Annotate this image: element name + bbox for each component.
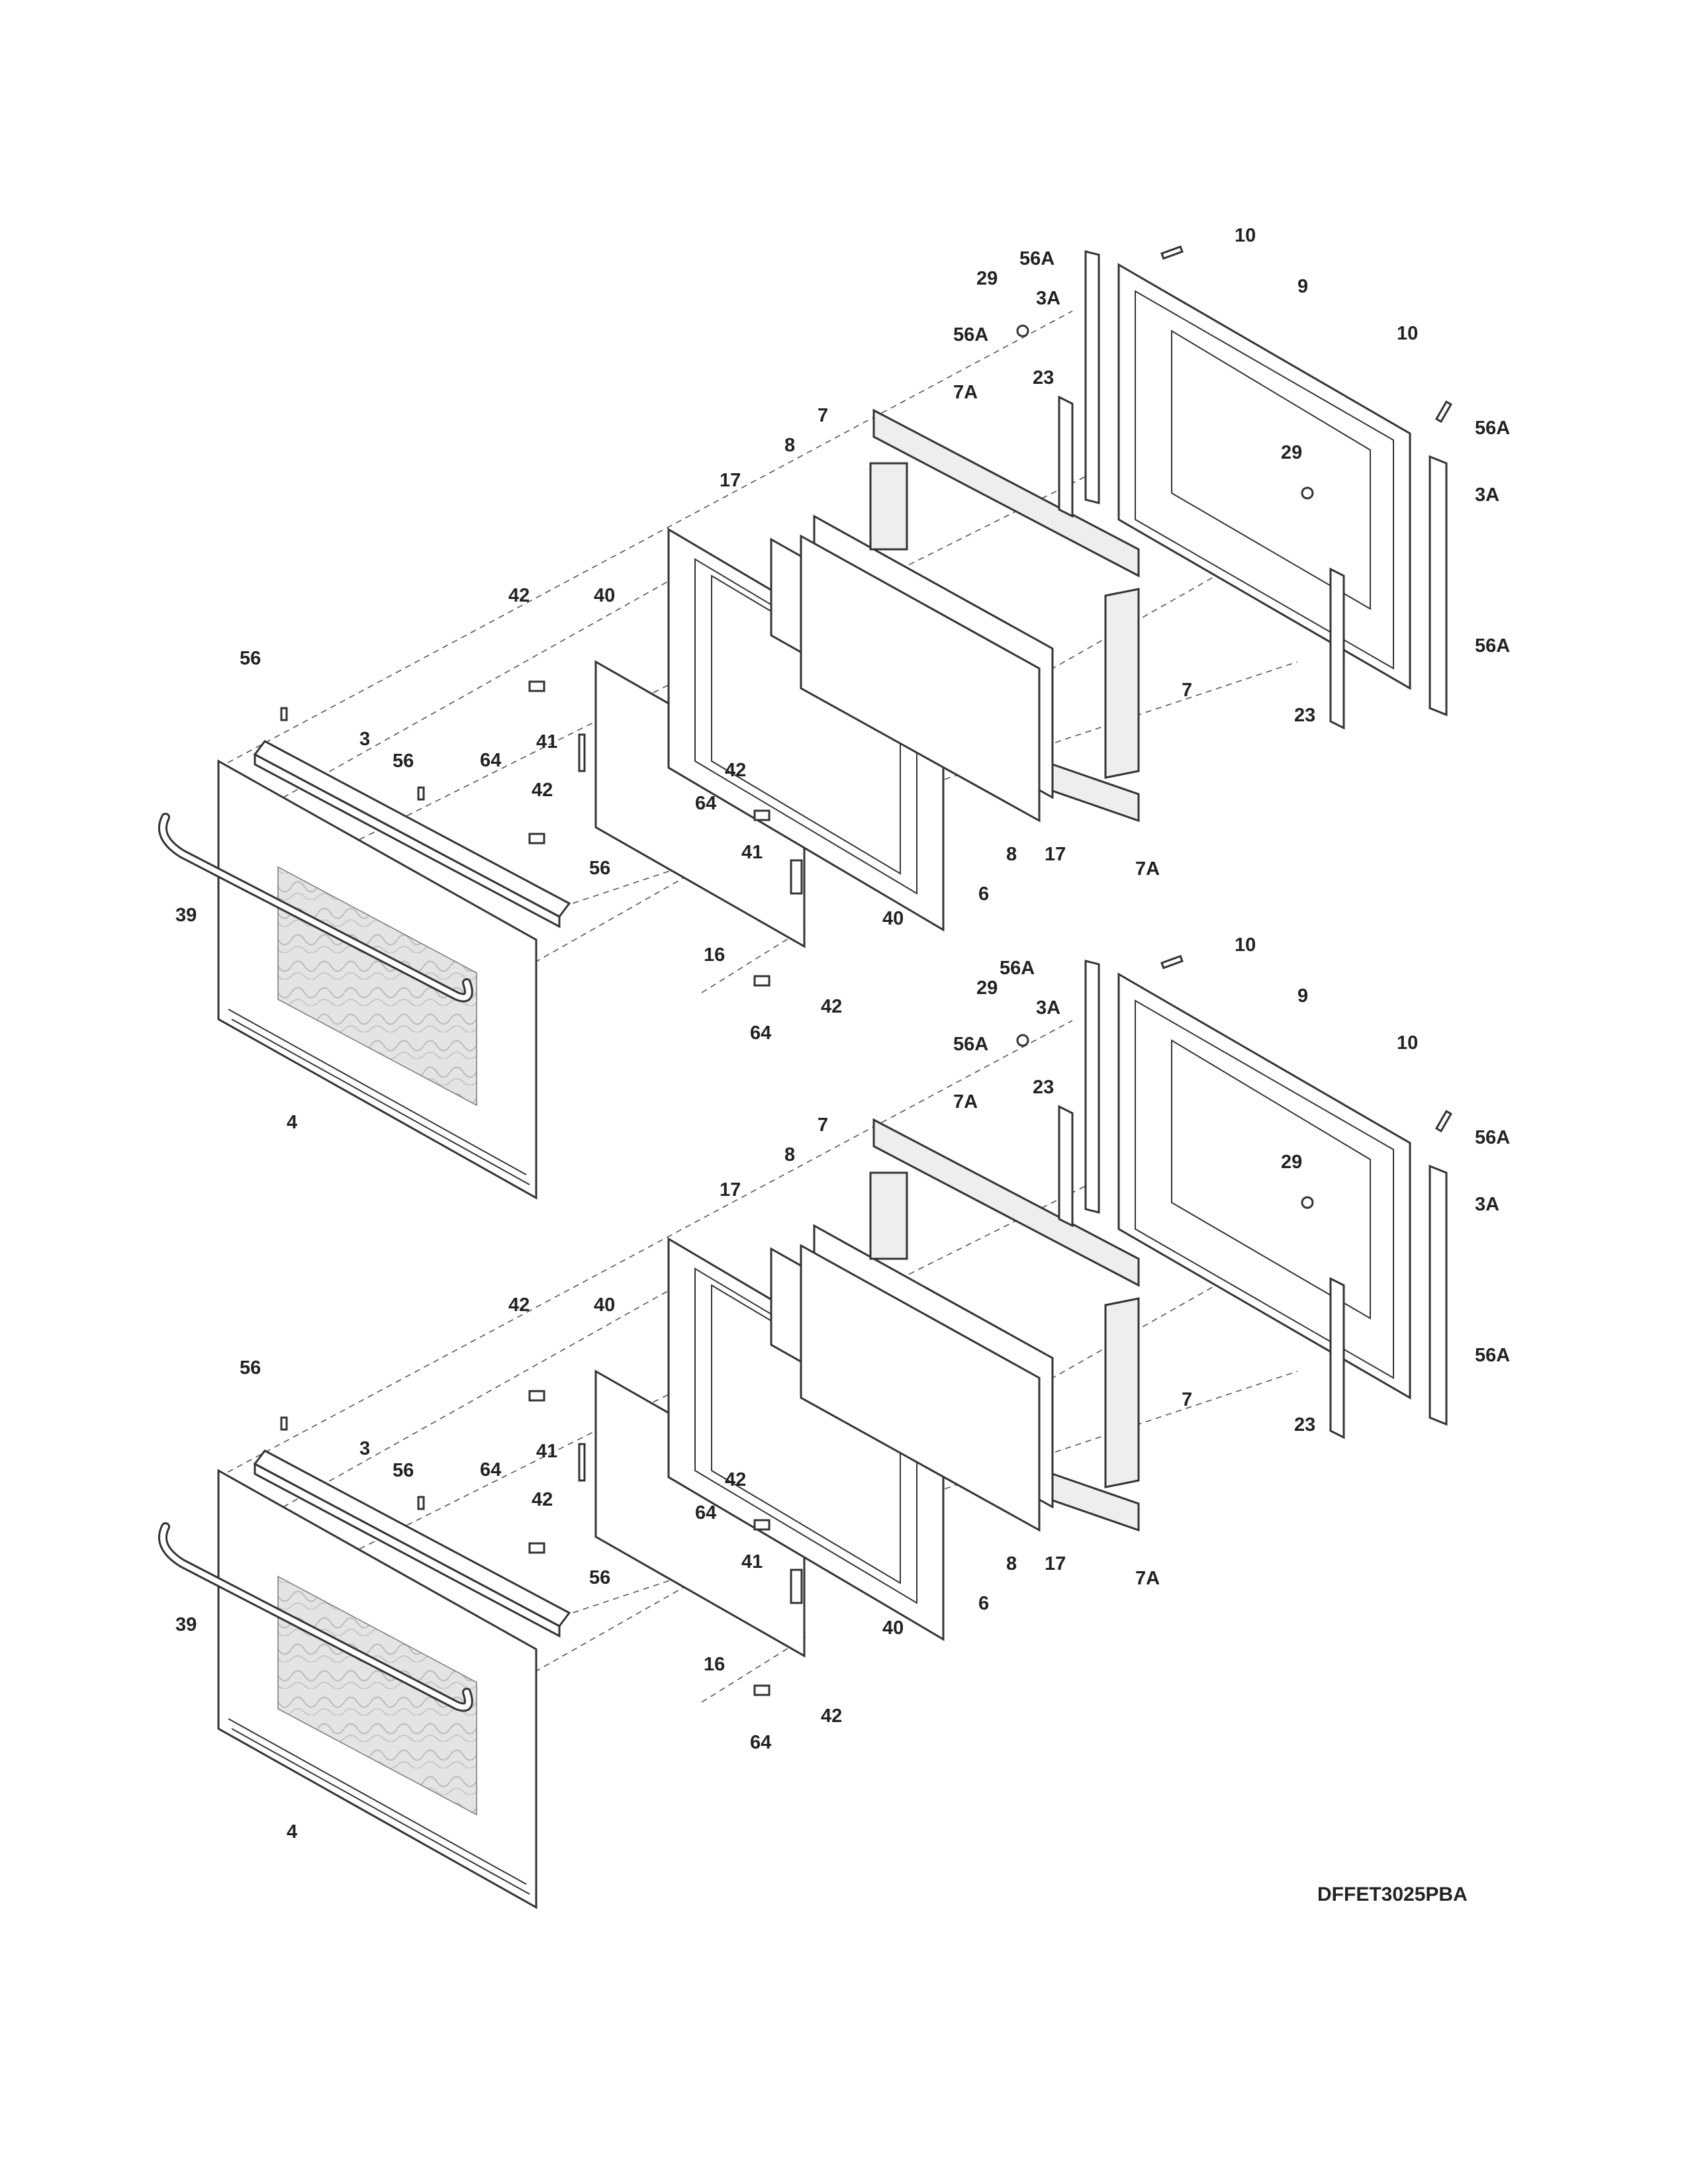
- callout-l-42-top: 42: [508, 1295, 530, 1316]
- callout-l-29-right: 29: [1281, 1152, 1302, 1173]
- callout-u-10-right: 10: [1397, 323, 1418, 344]
- callout-l-6: 6: [978, 1593, 989, 1614]
- callout-l-42-left: 42: [532, 1489, 553, 1510]
- callout-u-10-top: 10: [1235, 225, 1256, 246]
- callout-group-lower: 56A 10 29 3A 9 56A 10 23 7 7A 56A 8 29 17 3A 42 40 56A 56 7…: [175, 934, 1510, 1843]
- callout-u-40-top: 40: [594, 585, 615, 606]
- callout-group-upper: 56A 10 29 3A 9 56A 10 23 7 7A 56A 8 29 17 3A 42 40 56A 56 7…: [175, 225, 1510, 1133]
- callout-u-42-top: 42: [508, 585, 530, 606]
- callout-u-7A: 7A: [953, 382, 978, 403]
- callout-l-7: 7: [818, 1115, 828, 1136]
- callout-l-9: 9: [1297, 985, 1308, 1007]
- callout-u-64-mid: 64: [695, 793, 716, 814]
- callout-u-39: 39: [175, 905, 197, 926]
- callout-u-56A-mid: 56A: [953, 324, 988, 345]
- callout-u-3: 3: [359, 729, 370, 750]
- callout-u-7: 7: [818, 405, 828, 426]
- callout-u-23-lower: 23: [1294, 705, 1315, 726]
- callout-l-7-lower: 7: [1182, 1389, 1192, 1410]
- callout-l-40-lower: 40: [882, 1617, 904, 1639]
- callout-l-64-bottom: 64: [750, 1732, 771, 1753]
- callout-l-56-mid: 56: [393, 1460, 414, 1481]
- callout-l-64-top: 64: [480, 1459, 501, 1480]
- callout-u-29-top: 29: [976, 268, 998, 289]
- callout-u-56: 56: [240, 648, 261, 669]
- callout-u-56A-right: 56A: [1475, 418, 1510, 439]
- callout-l-10-right: 10: [1397, 1032, 1418, 1054]
- callout-u-23-top: 23: [1033, 367, 1054, 388]
- callout-u-7-lower: 7: [1182, 680, 1192, 701]
- callout-l-16: 16: [704, 1654, 725, 1675]
- callout-l-42-mid: 42: [725, 1469, 746, 1490]
- callout-l-56: 56: [240, 1357, 261, 1379]
- callout-u-8-lower: 8: [1006, 844, 1017, 865]
- callout-l-56A-right: 56A: [1475, 1127, 1510, 1148]
- callout-u-56A-top: 56A: [1019, 248, 1055, 269]
- callout-l-10-top: 10: [1235, 934, 1256, 956]
- callout-l-23-lower: 23: [1294, 1414, 1315, 1435]
- callout-u-42-left: 42: [532, 780, 553, 801]
- callout-l-3: 3: [359, 1438, 370, 1459]
- callout-u-3A-top: 3A: [1036, 288, 1060, 309]
- callout-l-56-lower: 56: [589, 1567, 610, 1588]
- callout-l-56A-top: 56A: [1000, 958, 1035, 979]
- callout-u-6: 6: [978, 884, 989, 905]
- callout-u-29-right: 29: [1281, 442, 1302, 463]
- callout-u-7A-lower: 7A: [1135, 858, 1160, 880]
- callout-l-64-mid: 64: [695, 1502, 716, 1524]
- lower-door-assembly: [163, 956, 1451, 1907]
- callout-u-56-mid: 56: [393, 751, 414, 772]
- callout-l-3A-right: 3A: [1475, 1194, 1499, 1215]
- callout-l-8: 8: [784, 1144, 795, 1165]
- callout-u-17: 17: [720, 470, 741, 491]
- callout-l-40-top: 40: [594, 1295, 615, 1316]
- callout-l-4: 4: [287, 1821, 297, 1843]
- model-code-label: DFFET3025PBA: [1317, 1884, 1468, 1905]
- callout-u-41-top: 41: [536, 731, 557, 752]
- callout-l-42-bottom: 42: [821, 1706, 842, 1727]
- callout-l-56A-mid: 56A: [953, 1034, 988, 1055]
- callout-l-17: 17: [720, 1179, 741, 1201]
- callout-l-56A-lower: 56A: [1475, 1345, 1510, 1366]
- callout-l-23-top: 23: [1033, 1077, 1054, 1098]
- callout-l-41-mid: 41: [741, 1551, 763, 1572]
- callout-u-42-bottom: 42: [821, 996, 842, 1017]
- callout-u-56A-lower: 56A: [1475, 635, 1510, 657]
- callout-u-8: 8: [784, 435, 795, 456]
- callout-l-17-lower: 17: [1045, 1553, 1066, 1574]
- callout-u-56-lower: 56: [589, 858, 610, 879]
- callout-l-8-lower: 8: [1006, 1553, 1017, 1574]
- callout-l-39: 39: [175, 1614, 197, 1635]
- callout-u-3A-right: 3A: [1475, 484, 1499, 506]
- callout-l-3A-top: 3A: [1036, 997, 1060, 1019]
- callout-u-42-mid: 42: [725, 760, 746, 781]
- callout-u-64-top: 64: [480, 750, 501, 771]
- callout-u-4: 4: [287, 1112, 297, 1133]
- callout-u-64-bottom: 64: [750, 1023, 771, 1044]
- callout-u-41-mid: 41: [741, 842, 763, 863]
- callout-u-16: 16: [704, 944, 725, 966]
- callout-l-29-top: 29: [976, 978, 998, 999]
- callout-u-9: 9: [1297, 276, 1308, 297]
- callout-l-7A: 7A: [953, 1091, 978, 1113]
- callout-u-17-lower: 17: [1045, 844, 1066, 865]
- callout-l-7A-lower: 7A: [1135, 1568, 1160, 1589]
- callout-u-40-lower: 40: [882, 908, 904, 929]
- callout-l-41-top: 41: [536, 1441, 557, 1462]
